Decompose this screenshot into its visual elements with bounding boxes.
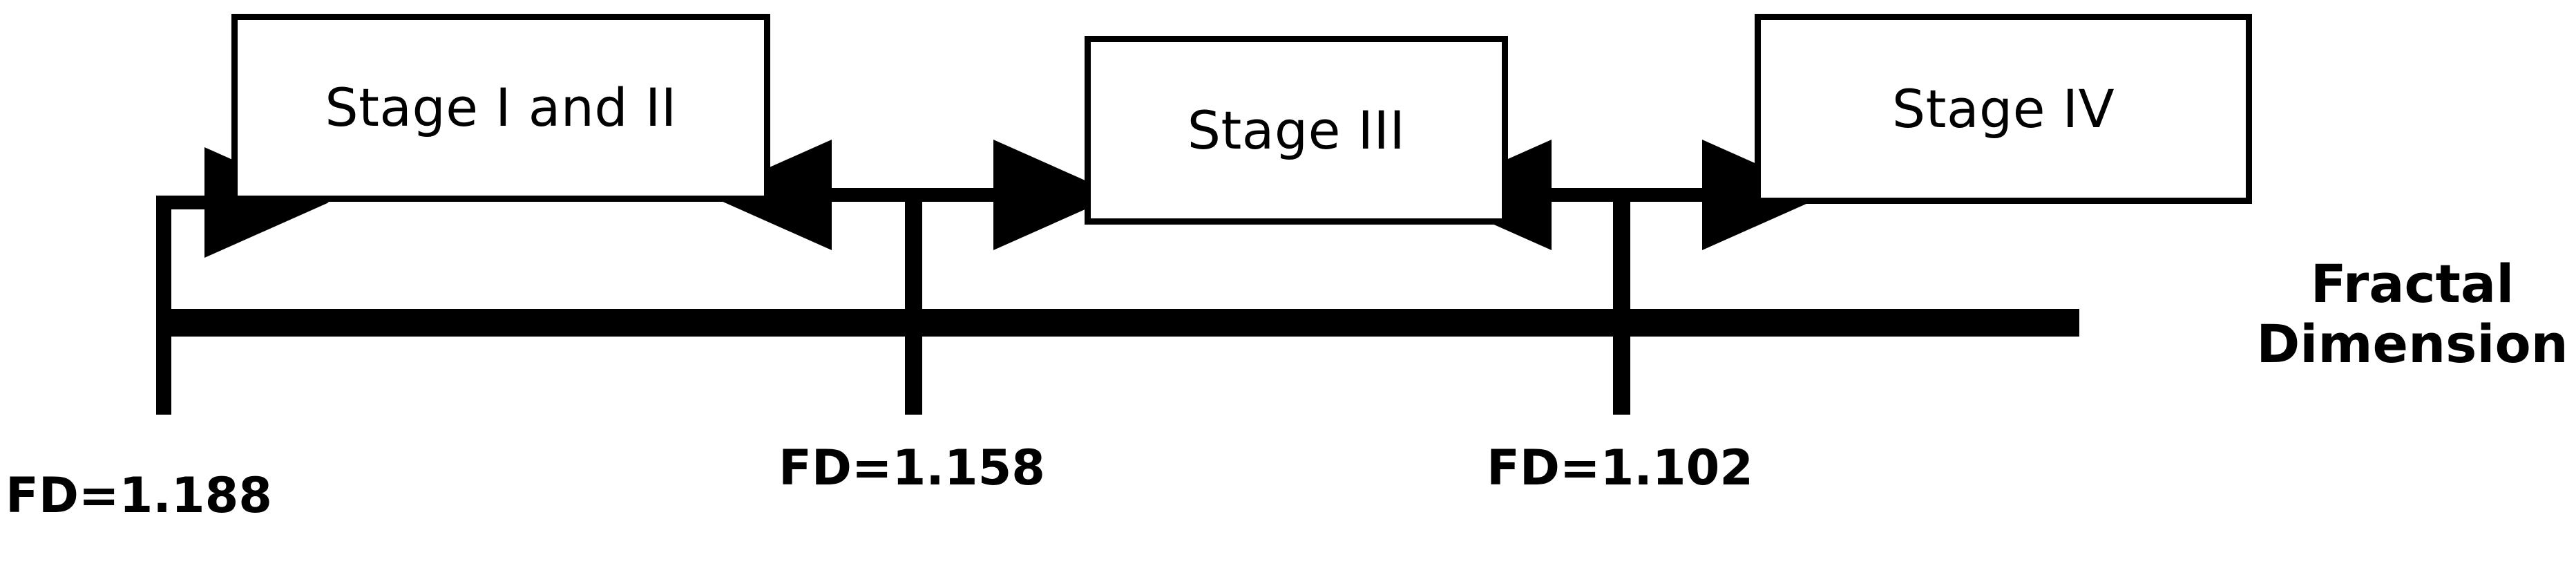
axis-title-line-2: Dimension xyxy=(2256,312,2568,375)
tick-stem-fd-1102 xyxy=(1613,192,1630,415)
tick-label-fd-1102: FD=1.102 xyxy=(1487,440,1753,496)
tick-stem-fd-1188 xyxy=(156,196,171,415)
tick-label-fd-1188: FD=1.188 xyxy=(6,467,272,524)
stage-box-stage-3[interactable]: Stage III xyxy=(1085,36,1508,225)
stage-box-label: Stage IV xyxy=(1891,77,2115,140)
axis-title: Fractal Dimension xyxy=(2249,254,2576,374)
stage-box-stage-4[interactable]: Stage IV xyxy=(1755,14,2252,204)
fractal-dimension-axis-bar xyxy=(156,309,2079,337)
tick-label-fd-1158: FD=1.158 xyxy=(779,440,1045,496)
stage-box-label: Stage III xyxy=(1187,99,1406,161)
stage-box-stage-1-2[interactable]: Stage I and II xyxy=(231,14,770,202)
stage-box-label: Stage I and II xyxy=(325,77,677,138)
axis-title-line-1: Fractal xyxy=(2310,253,2515,314)
tick-stem-fd-1158 xyxy=(905,192,922,415)
